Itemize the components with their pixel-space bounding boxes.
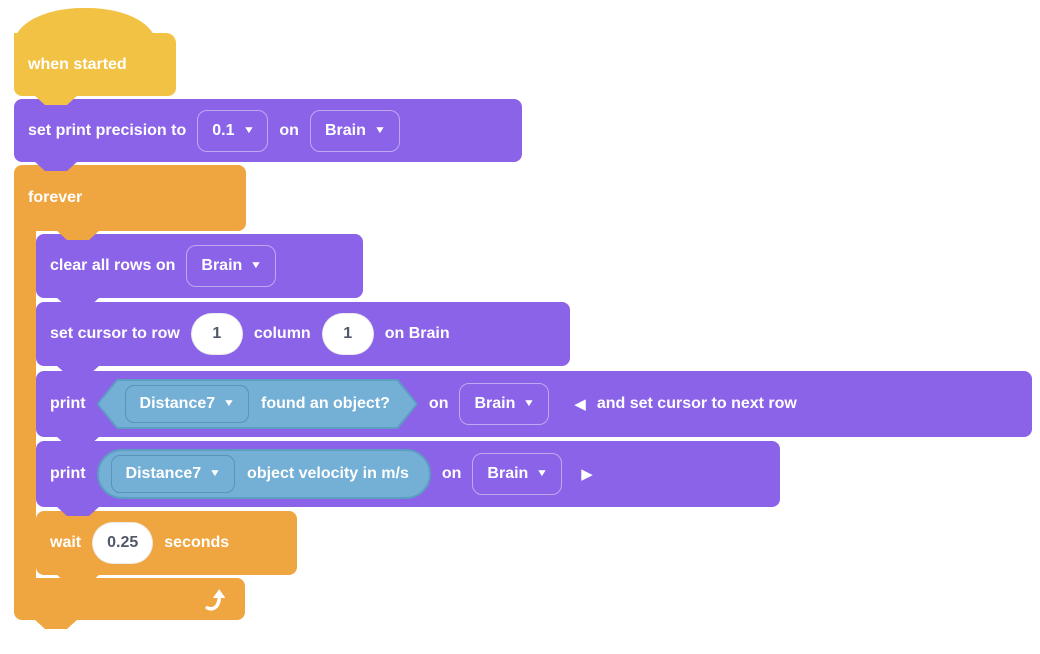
- block-tab: [34, 161, 78, 171]
- loop-arrow-icon: [205, 589, 226, 611]
- column-input[interactable]: 1: [321, 313, 374, 355]
- device-dropdown[interactable]: Brain ▼: [472, 453, 563, 495]
- print-label: print: [50, 465, 86, 482]
- device-dropdown[interactable]: Brain ▼: [186, 245, 277, 287]
- duration-input[interactable]: 0.25: [92, 522, 154, 564]
- device-value: Brain: [474, 395, 516, 412]
- print-condition-block[interactable]: print Distance7 ▼ found an object? on Br…: [36, 371, 1032, 437]
- row-input[interactable]: 1: [190, 313, 243, 355]
- block-tab: [56, 365, 100, 375]
- dropdown-arrow-icon: ▼: [373, 124, 387, 136]
- dropdown-arrow-icon: ▼: [250, 260, 263, 271]
- object-velocity-reporter-block[interactable]: Distance7 ▼ object velocity in m/s: [96, 449, 431, 499]
- device-value: Brain: [201, 257, 243, 274]
- block-tab: [34, 619, 78, 629]
- found-an-object-boolean-block[interactable]: Distance7 ▼ found an object?: [97, 379, 418, 429]
- wait-label: wait: [50, 534, 82, 551]
- dropdown-arrow-icon: ▼: [242, 124, 255, 136]
- when-started-label: when started: [28, 55, 127, 73]
- on-label: on: [441, 465, 462, 482]
- seconds-label: seconds: [164, 534, 230, 551]
- when-started-block[interactable]: when started: [14, 33, 176, 96]
- boolean-block-fill: [99, 381, 416, 427]
- block-tab: [56, 506, 100, 516]
- precision-value: 0.1: [212, 121, 235, 139]
- duration-value: 0.25: [107, 534, 139, 551]
- dropdown-arrow-icon: ▼: [536, 468, 549, 479]
- precision-dropdown[interactable]: 0.1 ▼: [197, 109, 269, 152]
- dropdown-arrow-icon: ▼: [523, 398, 536, 409]
- condition-label: found an object?: [261, 395, 390, 412]
- block-tab: [56, 230, 100, 240]
- forever-label: forever: [28, 189, 83, 206]
- set-print-precision-block[interactable]: set print precision to 0.1 ▼ on Brain ▼: [14, 99, 522, 162]
- sensor-value: Distance7: [139, 395, 216, 412]
- wait-block[interactable]: wait 0.25 seconds: [36, 511, 297, 575]
- block-tab: [34, 95, 78, 105]
- forever-block[interactable]: forever: [14, 165, 246, 231]
- set-cursor-next-row-label: and set cursor to next row: [596, 395, 797, 412]
- clear-all-rows-block[interactable]: clear all rows on Brain ▼: [36, 234, 363, 298]
- reporter-label: object velocity in m/s: [247, 465, 409, 482]
- expand-right-icon[interactable]: ▶: [581, 465, 593, 483]
- block-tab: [56, 297, 100, 307]
- on-brain-label: on Brain: [384, 325, 450, 342]
- clear-all-rows-label: clear all rows on: [50, 257, 176, 274]
- forever-block-bottom[interactable]: [14, 578, 245, 620]
- on-label: on: [428, 395, 449, 412]
- sensor-value: Distance7: [125, 465, 202, 482]
- row-value: 1: [212, 325, 222, 342]
- dropdown-arrow-icon: ▼: [222, 398, 236, 409]
- forever-block-arm[interactable]: [14, 229, 36, 580]
- sensor-dropdown[interactable]: Distance7 ▼: [110, 455, 236, 493]
- set-cursor-block[interactable]: set cursor to row 1 column 1 on Brain: [36, 302, 570, 366]
- set-cursor-label: set cursor to row: [50, 325, 180, 342]
- device-value: Brain: [487, 465, 529, 482]
- print-label: print: [50, 395, 86, 412]
- set-print-precision-label: set print precision to: [28, 121, 187, 139]
- column-label: column: [253, 325, 311, 342]
- on-label: on: [279, 121, 299, 139]
- column-value: 1: [343, 325, 353, 342]
- device-dropdown[interactable]: Brain ▼: [309, 109, 400, 152]
- block-tab: [56, 574, 100, 584]
- sensor-dropdown[interactable]: Distance7 ▼: [125, 385, 250, 423]
- device-value: Brain: [324, 121, 366, 139]
- dropdown-arrow-icon: ▼: [208, 468, 222, 479]
- device-dropdown[interactable]: Brain ▼: [459, 383, 550, 425]
- block-tab: [56, 436, 100, 446]
- print-reporter-block[interactable]: print Distance7 ▼ object velocity in m/s…: [36, 441, 780, 507]
- collapse-left-icon[interactable]: ◀: [574, 395, 586, 413]
